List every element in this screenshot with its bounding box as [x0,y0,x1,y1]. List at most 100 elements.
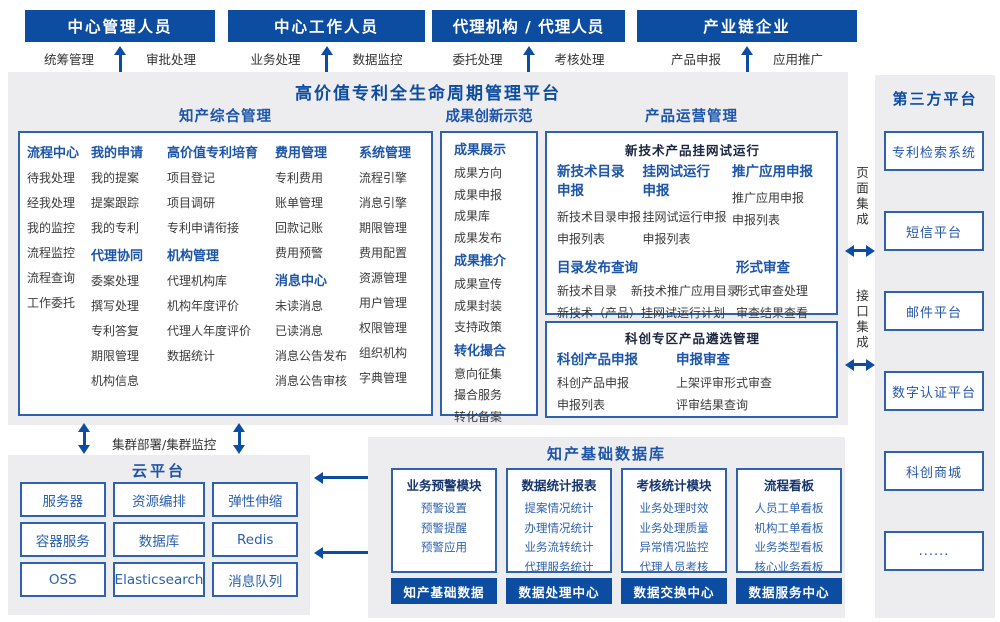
db-module: 流程看板 人员工单看板 机构工单看板 业务类型看板 核心业务看板 数据服务中心 [736,468,842,604]
double-arrow-vertical-icon [78,423,90,454]
menu-item: 申报列表 [732,213,781,227]
db-module-item: 预警设置 [421,501,467,515]
menu-item: 意向征集 [454,366,503,381]
db-layer-bar: 数据交换中心 [621,578,727,604]
role-activity-label: 业务处理 [250,52,301,67]
arrow-left-icon [314,471,392,484]
menu-item: 提案跟踪 [91,196,140,210]
menu-header: 流程中心 [27,146,80,161]
menu-item: 资源管理 [359,271,408,285]
menu-header: 科创产品申报 [557,352,638,368]
menu-item: 未读消息 [275,299,324,313]
menu-item: 项目登记 [167,171,216,185]
menu-item: 组织机构 [359,346,408,360]
third-party-panel: 第三方平台 专利检索系统 短信平台 邮件平台 数字认证平台 科创商城 .....… [875,75,995,618]
menu-item: 流程监控 [27,246,76,260]
menu-item: 我的专利 [91,221,140,235]
db-layer-bar: 数据处理中心 [506,578,612,604]
menu-header: 目录发布查询 [557,260,638,276]
menu-item: 专利费用 [275,171,324,185]
third-party-system: ...... [884,531,984,571]
menu-item: 我的监控 [27,221,76,235]
menu-item: 新技术（产品）挂网试运行计划 [557,306,726,320]
menu-item: 机构信息 [91,374,140,388]
section-title: 成果创新示范 [445,109,533,125]
role-group-industry-chain: 产业链企业 产品申报 应用推广 [637,10,857,82]
menu-item: 权限管理 [359,321,408,335]
menu-item: 成果库 [454,209,491,223]
db-layer-bar: 知产基础数据 [391,578,497,604]
db-module-header: 业务预警模块 [406,478,482,493]
menu-item: 申报列表 [642,232,691,246]
cloud-service: 弹性伸缩 [212,482,298,517]
role-activity-label: 数据监控 [352,52,403,67]
subsection-title: 科创专区产品遴选管理 [624,331,760,346]
role-title: 代理机构 / 代理人员 [432,10,625,42]
menu-header: 高价值专利培育 [167,146,259,161]
db-module-item: 代理服务统计 [524,559,594,574]
menu-item: 费用预警 [275,246,324,260]
ip-database-title: 知产基础数据库 [546,445,666,463]
menu-column: 系统管理 流程引擎 消息引擎 期限管理 费用配置 资源管理 用户管理 权限管理 … [359,141,431,414]
section-achievement-demo: 成果创新示范 成果展示 成果方向 成果申报 成果库 成果发布 成果推介 成果宣传… [440,105,538,424]
menu-item: 待我处理 [27,171,76,185]
db-module-item: 异常情况监控 [639,540,709,554]
menu-item: 撰写处理 [91,299,140,313]
menu-item: 委案处理 [91,274,140,288]
menu-header: 费用管理 [275,146,328,161]
role-group-center-staff: 中心工作人员 业务处理 数据监控 [228,10,425,82]
platform-title: 高价值专利全生命周期管理平台 [295,84,561,104]
menu-item: 撮合服务 [454,388,503,402]
cloud-platform-title: 云平台 [131,462,186,480]
subsection-sci-tech-selection: 科创专区产品遴选管理 科创产品申报 科创产品申报 申报列表 申报审查 上架评审形… [545,321,838,418]
menu-item: 形式审查处理 [736,284,809,298]
menu-header: 机构管理 [167,249,220,264]
menu-item: 工作委托 [27,296,76,310]
menu-item: 评审结果查询 [676,398,749,412]
menu-item: 期限管理 [91,349,140,363]
menu-item: 专利申请衔接 [167,221,240,235]
role-activity-label: 统筹管理 [43,52,94,67]
db-module-item: 提案情况统计 [524,501,594,515]
menu-header: 系统管理 [359,146,412,161]
menu-header: 消息中心 [275,274,328,289]
menu-column: 科创产品申报 科创产品申报 申报列表 [557,351,638,416]
menu-header: 代理协同 [91,249,144,264]
menu-column: 挂网试运行申报 挂网试运行申报 申报列表 [642,163,727,250]
menu-item: 机构年度评价 [167,299,240,313]
cloud-service: Redis [212,522,298,557]
menu-item: 成果封装 [454,298,503,313]
menu-item: 上架评审形式审查 [676,376,773,390]
menu-item: 已读消息 [275,324,324,338]
db-module-header: 考核统计模块 [636,478,712,493]
menu-item: 经我处理 [27,196,76,210]
cloud-service: 资源编排 [112,482,206,517]
menu-item: 流程查询 [27,271,76,285]
role-activity-label: 审批处理 [146,52,197,67]
third-party-title: 第三方平台 [892,90,978,108]
role-group-center-managers: 中心管理人员 统筹管理 审批处理 [25,10,215,82]
menu-item: 成果发布 [454,230,503,245]
db-module-item: 机构工单看板 [754,520,824,535]
menu-item: 挂网试运行申报 [642,210,727,224]
db-module-item: 业务类型看板 [754,540,824,554]
cloud-service: 服务器 [20,482,106,517]
menu-item: 专利答复 [91,324,140,338]
double-arrow-horizontal-icon [845,244,875,257]
menu-item: 我的提案 [91,171,140,185]
menu-column: 目录发布查询 新技术目录 新技术推广应用目录 新技术（产品）挂网试运行计划 [557,259,739,324]
menu-item: 代理机构库 [167,274,228,288]
menu-item: 消息引擎 [359,196,408,210]
menu-item: 流程引擎 [359,171,408,185]
menu-item: 消息公告发布 [275,349,348,363]
menu-column: 申报审查 上架评审形式审查 评审结果查询 [676,351,772,416]
menu-item: 新技术推广应用目录 [631,284,740,298]
menu-column: 费用管理 专利费用 账单管理 回款记账 费用预警 消息中心 未读消息 已读消息 … [275,141,359,414]
cluster-label: 集群部署/集群监控 [112,437,217,452]
menu-item: 代理人年度评价 [167,324,252,338]
role-group-agents: 代理机构 / 代理人员 委托处理 考核处理 [432,10,625,82]
menu-item: 消息公告审核 [275,374,348,388]
db-layer-bar: 数据服务中心 [736,578,842,604]
third-party-system: 科创商城 [884,451,984,491]
